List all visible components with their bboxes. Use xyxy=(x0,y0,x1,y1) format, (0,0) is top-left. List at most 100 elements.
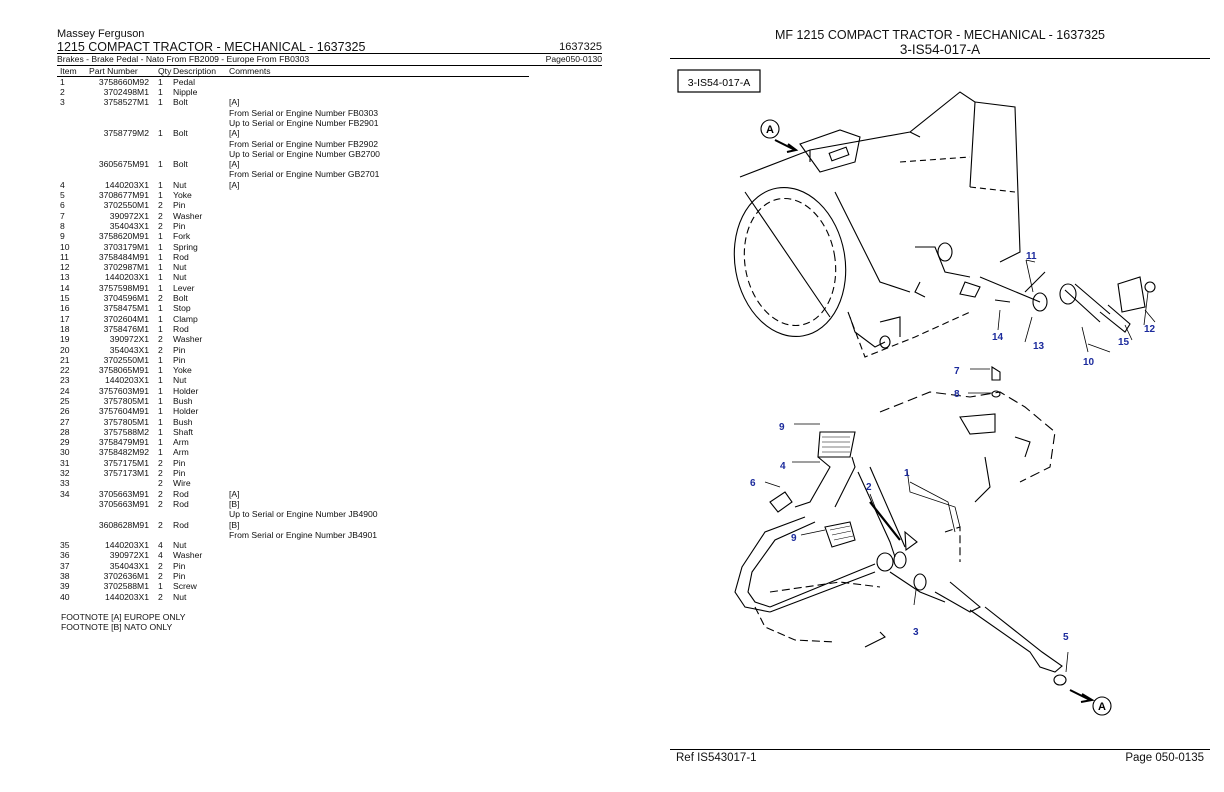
parts-table-header: Item Part Number Qty Description Comment… xyxy=(57,65,529,77)
cell-description: Wire xyxy=(173,478,191,489)
cell-qty: 4 xyxy=(158,550,163,561)
callout-5: 5 xyxy=(1063,632,1069,643)
cell-part-number: 354043X1 xyxy=(109,560,149,571)
cell-comments xyxy=(229,540,529,550)
cell-part-number: 1440203X1 xyxy=(105,540,149,551)
cell-qty: 2 xyxy=(158,591,163,602)
cell-qty: 1 xyxy=(158,87,163,98)
cell-item xyxy=(57,108,89,118)
cell-part-number: 3705663M91 xyxy=(98,488,149,499)
upper-rod-assembly xyxy=(979,271,1156,333)
cell-comments xyxy=(229,561,529,571)
callout-2: 2 xyxy=(866,482,872,493)
cell-part-number: 3757604M91 xyxy=(98,406,149,417)
cell-description: Arm xyxy=(173,447,189,458)
callout-1: 1 xyxy=(904,468,910,479)
footer-rule xyxy=(670,749,1210,750)
cell-comments: [A] xyxy=(229,97,240,108)
table-row-comment-continuation: Up to Serial or Engine Number JB4900 xyxy=(57,509,529,519)
cell-comments xyxy=(229,592,529,602)
cell-description: Pin xyxy=(173,457,186,468)
cell-item: 38 xyxy=(60,571,70,582)
cell-part-number: 3758484M91 xyxy=(98,251,149,262)
cell-part-number: 390972X1 xyxy=(109,550,149,561)
cell-qty: 1 xyxy=(158,437,163,448)
cell-qty: 1 xyxy=(158,241,163,252)
cell-description: Nut xyxy=(173,262,187,273)
cell-comments: [A] xyxy=(229,128,240,139)
cell-comments: [B] xyxy=(229,498,240,509)
cell-comments: Up to Serial or Engine Number FB2901 xyxy=(229,117,379,128)
col-item: Item xyxy=(57,65,89,77)
cell-part-number: 3702550M1 xyxy=(103,354,149,365)
cell-description: Nipple xyxy=(173,87,198,98)
diagram-page: Page 050-0135 xyxy=(1125,752,1204,764)
cell-description: Nut xyxy=(173,540,187,551)
cell-item: 37 xyxy=(60,560,70,571)
cell-part-number: 3758476M1 xyxy=(103,323,149,334)
cell-qty: 1 xyxy=(158,159,163,170)
cell-comments: From Serial or Engine Number FB2902 xyxy=(229,138,379,149)
cell-qty xyxy=(156,530,173,540)
cell-description: Bush xyxy=(173,416,193,427)
cell-part-number: 3608628M91 xyxy=(98,519,149,530)
table-row-comment-continuation: From Serial or Engine Number FB0303 xyxy=(57,108,529,118)
cell-item: 35 xyxy=(60,540,70,551)
cell-item: 2 xyxy=(60,87,65,98)
cell-item: 32 xyxy=(60,468,70,479)
cell-description: Bolt xyxy=(173,128,188,139)
cell-qty: 1 xyxy=(158,262,163,273)
cell-comments: From Serial or Engine Number FB0303 xyxy=(229,107,379,118)
table-row-comment-continuation: Up to Serial or Engine Number GB2700 xyxy=(57,149,529,159)
cell-item: 29 xyxy=(60,437,70,448)
cell-qty: 2 xyxy=(158,519,163,530)
cell-qty: 1 xyxy=(158,447,163,458)
cell-item: 31 xyxy=(60,457,70,468)
cell-comments xyxy=(229,427,529,437)
cell-qty: 4 xyxy=(158,540,163,551)
cell-item: 12 xyxy=(60,262,70,273)
cell-comments xyxy=(229,375,529,385)
cell-comments xyxy=(229,221,529,231)
cell-description xyxy=(173,530,229,540)
cell-qty xyxy=(156,139,173,149)
cell-comments xyxy=(229,365,529,375)
callout-15: 15 xyxy=(1118,337,1130,348)
cell-description: Pedal xyxy=(173,76,195,87)
cell-comments xyxy=(229,293,529,303)
cell-description: Rod xyxy=(173,251,189,262)
cell-comments xyxy=(229,406,529,416)
cell-qty: 2 xyxy=(158,334,163,345)
cell-comments xyxy=(229,303,529,313)
cell-comments xyxy=(229,211,529,221)
cell-description: Nut xyxy=(173,375,187,386)
cell-description: Nut xyxy=(173,272,187,283)
cell-part-number: 1440203X1 xyxy=(105,591,149,602)
cell-qty xyxy=(156,108,173,118)
cell-comments xyxy=(229,76,529,87)
cell-comments xyxy=(229,396,529,406)
cell-description: Bolt xyxy=(173,293,188,304)
cell-comments xyxy=(229,190,529,200)
cell-item xyxy=(57,139,89,149)
brake-pedal-assembly xyxy=(734,431,1067,686)
cell-qty: 1 xyxy=(158,375,163,386)
cell-comments: [B] xyxy=(229,519,240,530)
cell-part-number: 3758482M92 xyxy=(98,447,149,458)
cell-comments: From Serial or Engine Number GB2701 xyxy=(229,169,380,180)
cell-description: Shaft xyxy=(173,426,194,437)
cell-item: 5 xyxy=(60,190,65,201)
cell-part-number: 3702987M1 xyxy=(103,262,149,273)
cell-part-number: 3757173M1 xyxy=(103,468,149,479)
